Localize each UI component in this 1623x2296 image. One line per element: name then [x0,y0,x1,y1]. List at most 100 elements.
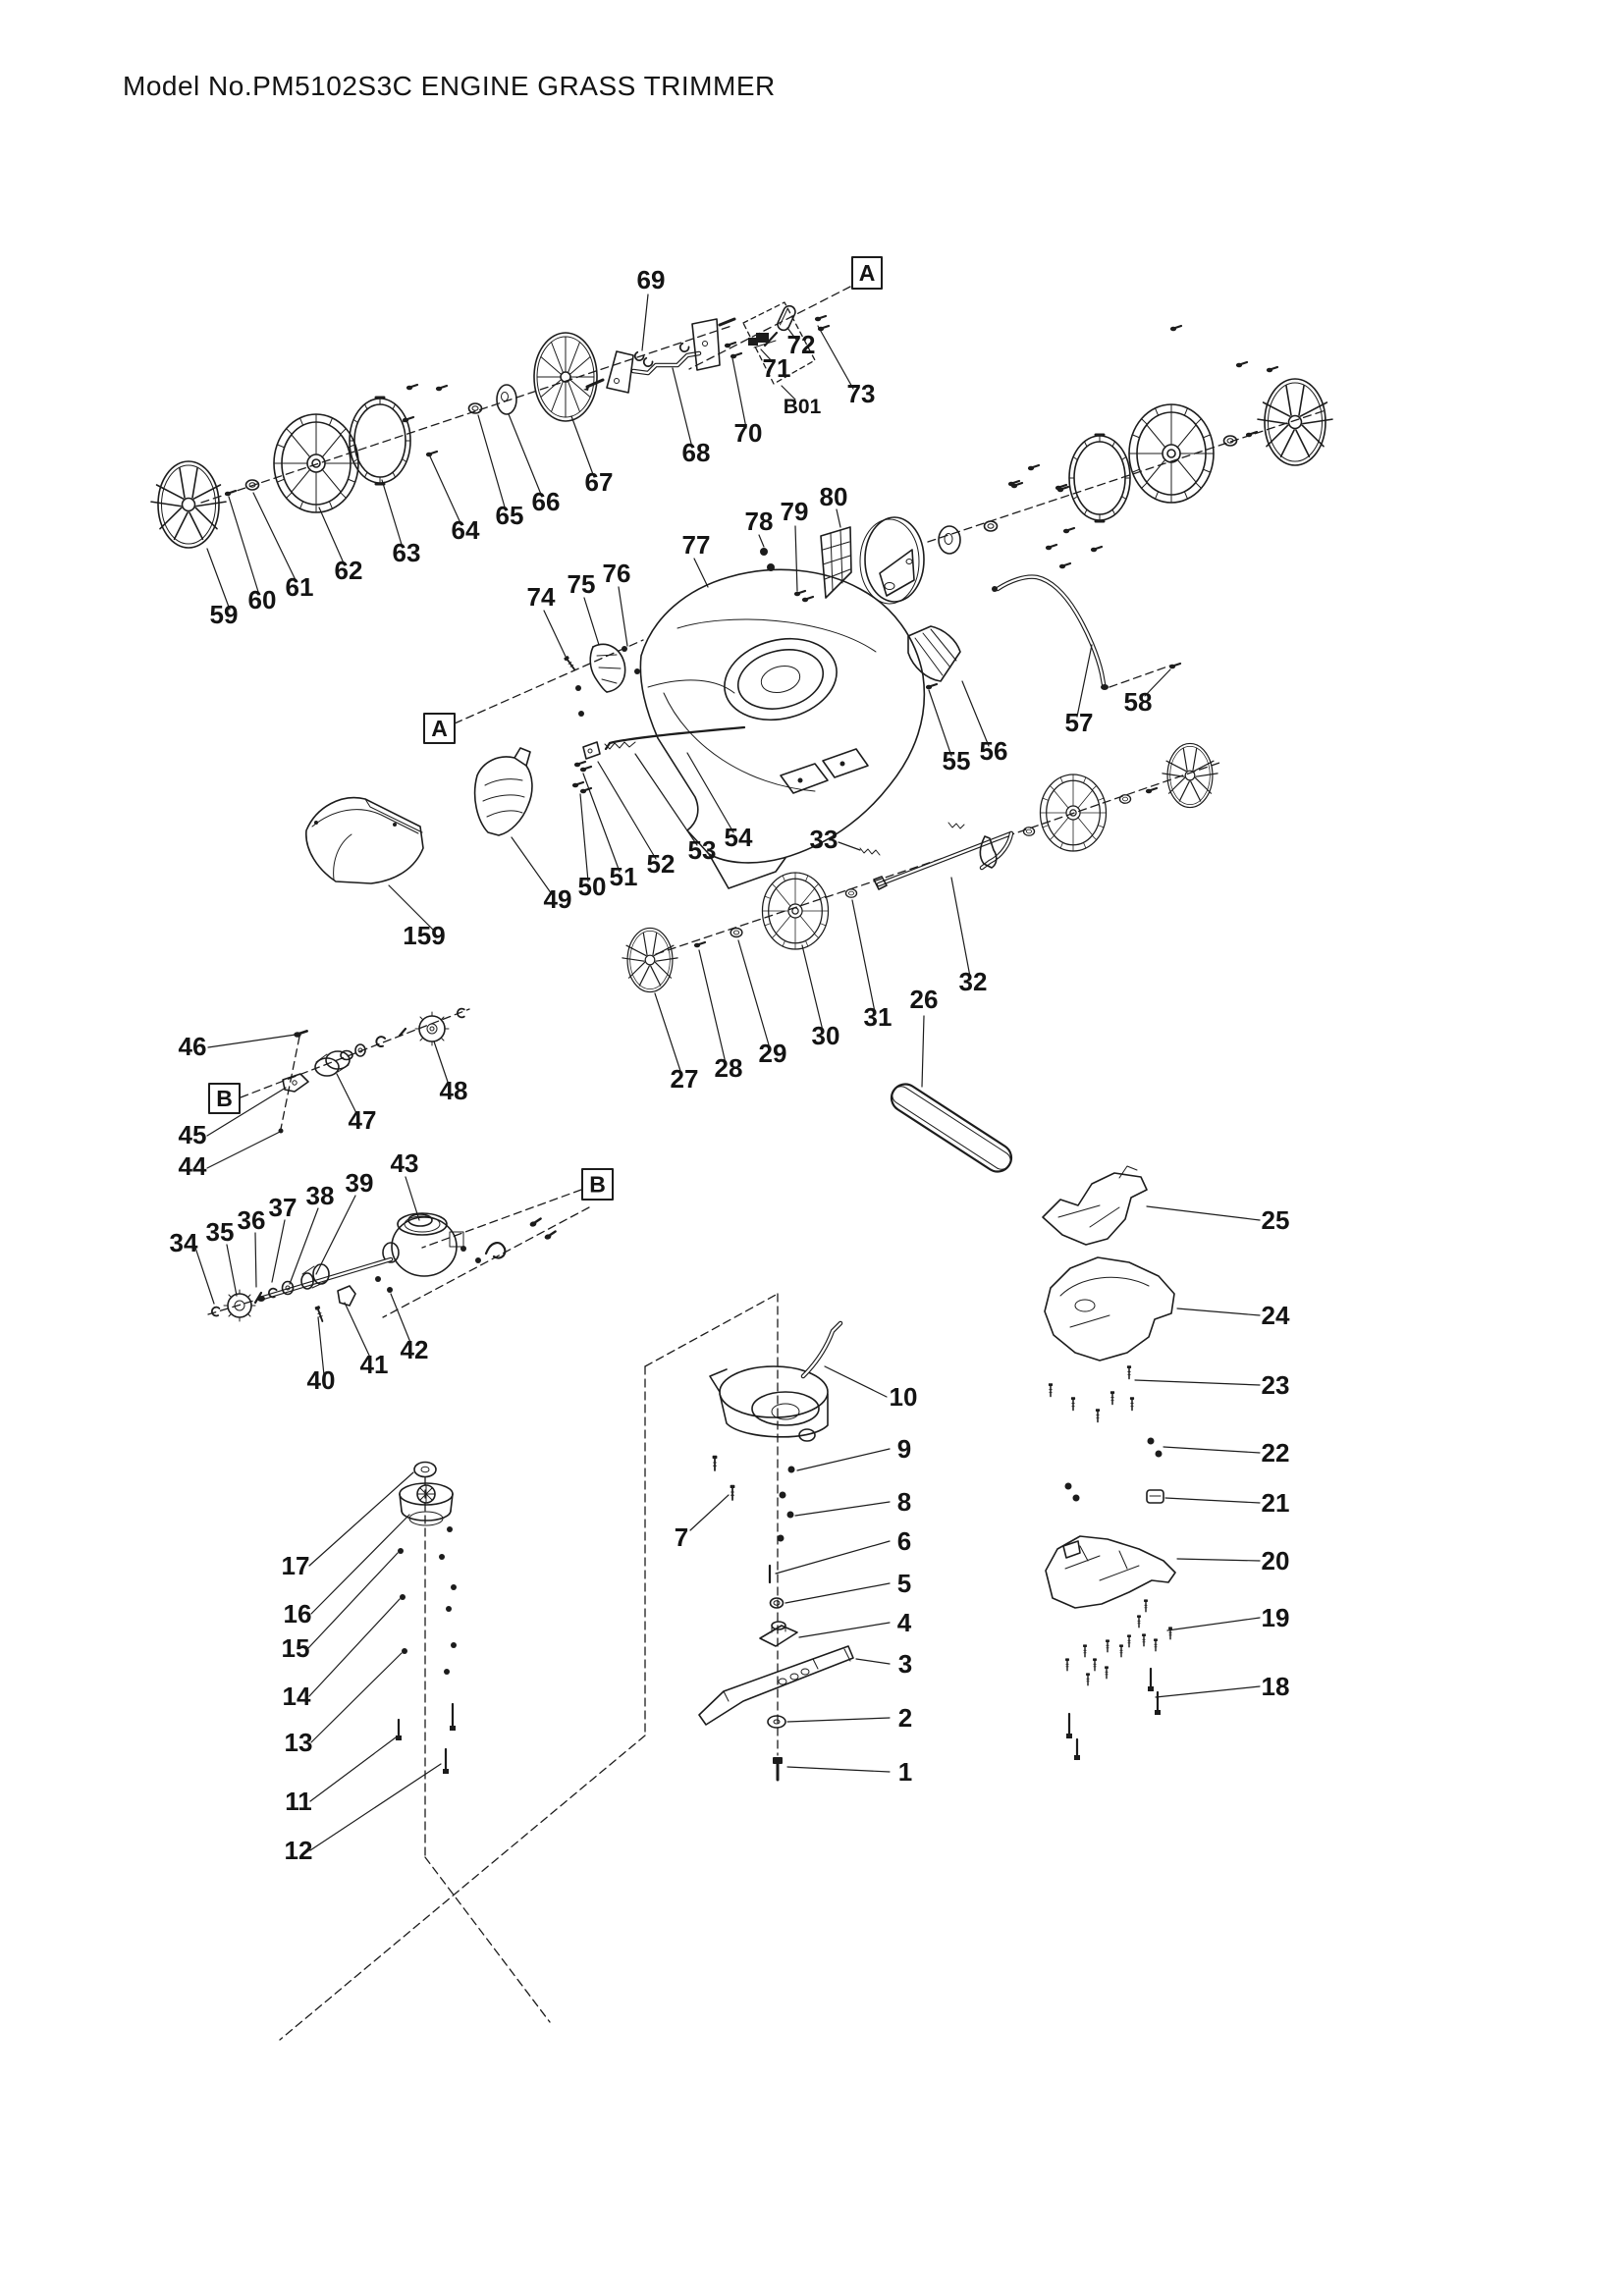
part-callout-31: 31 [864,1002,893,1032]
leader-line-7 [689,1494,730,1531]
part-callout-42: 42 [401,1335,429,1364]
leader-line-71 [760,348,775,364]
leader-line-21 [1164,1497,1261,1504]
leader-line-73 [817,325,854,390]
part-callout-35: 35 [206,1217,235,1247]
part-callout-33: 33 [810,825,839,854]
leader-line-4 [798,1622,891,1638]
leader-line-66 [508,413,543,498]
leader-line-40 [317,1316,325,1376]
detail-box-letter-B-3: B [589,1172,606,1198]
part-callout-54: 54 [725,823,753,852]
leader-line-29 [737,939,771,1049]
leader-line-60 [228,496,260,596]
leader-line-33 [838,841,861,851]
part-callout-78: 78 [745,507,774,536]
part-callout-27: 27 [671,1064,699,1094]
leader-line-159 [388,884,435,932]
part-callout-69: 69 [637,265,666,294]
leader-line-53 [634,753,698,846]
part-callout-4: 4 [897,1608,912,1637]
leader-line-48 [433,1041,451,1089]
part-callout-67: 67 [585,467,614,497]
part-callout-61: 61 [286,572,314,602]
part-callout-70: 70 [734,418,763,448]
part-callout-53: 53 [688,835,717,865]
leader-line-30 [801,944,824,1032]
throttle-cable [992,574,1182,690]
part-callout-65: 65 [496,501,524,530]
part-callout-29: 29 [759,1039,787,1068]
part-callout-40: 40 [307,1365,336,1395]
part-callout-12: 12 [285,1836,313,1865]
detail-box-B-3 [581,1168,614,1201]
drive-belt [890,1083,1013,1173]
detail-box-letter-B-2: B [216,1086,233,1111]
leader-line-10 [824,1365,888,1398]
part-callout-B01: B01 [784,396,822,418]
leader-line-41 [344,1302,372,1361]
part-callout-79: 79 [781,497,809,526]
part-callout-11: 11 [285,1787,312,1816]
mower-deck [563,568,926,889]
part-callout-68: 68 [682,438,711,467]
leader-line-28 [698,949,727,1064]
detail-boxes: A A B B [208,256,883,1201]
part-callout-50: 50 [578,872,607,901]
detail-box-letter-A-0: A [859,260,876,286]
leader-line-23 [1134,1379,1261,1386]
leader-line-49 [511,836,553,895]
part-callout-47: 47 [349,1105,377,1135]
detail-box-B-2 [208,1083,241,1114]
leader-line-46 [207,1034,297,1048]
leader-line-58 [1144,668,1171,697]
leader-line-38 [289,1207,319,1285]
part-callout-15: 15 [282,1633,310,1663]
part-callout-5: 5 [897,1569,911,1598]
leader-line-32 [950,877,971,978]
leader-line-9 [796,1448,891,1471]
handle-lock-assembly [473,725,746,836]
handle-bracket-assembly [583,301,831,394]
detail-box-letter-A-1: A [431,716,448,741]
blade-assembly [698,1320,854,1782]
part-callout-6: 6 [897,1526,911,1556]
part-callout-32: 32 [959,967,988,996]
part-callout-14: 14 [283,1682,311,1711]
part-callout-37: 37 [269,1193,298,1222]
leader-line-3 [855,1658,891,1665]
part-callout-13: 13 [285,1728,313,1757]
part-callout-3: 3 [898,1649,912,1679]
detail-box-A-1 [423,713,456,744]
part-callout-58: 58 [1124,687,1153,717]
diagram-artwork [150,286,1333,2041]
part-callout-38: 38 [306,1181,335,1210]
leader-line-43 [405,1176,420,1221]
leader-line-54 [686,752,734,833]
leader-line-80 [836,508,841,528]
part-callout-30: 30 [812,1021,840,1050]
part-callout-10: 10 [890,1382,918,1412]
leader-line-26 [921,1015,925,1088]
part-callout-25: 25 [1262,1205,1290,1235]
part-callout-72: 72 [787,330,816,359]
part-callout-74: 74 [527,582,556,612]
part-callout-45: 45 [179,1120,207,1149]
leader-line-22 [1163,1446,1261,1454]
part-callout-48: 48 [440,1076,468,1105]
part-callout-36: 36 [238,1205,266,1235]
leader-line-12 [309,1763,442,1851]
part-callout-52: 52 [647,849,676,879]
leader-line-42 [390,1293,412,1346]
front-left-wheel-assembly [150,332,598,549]
part-callout-60: 60 [248,585,277,614]
part-callout-66: 66 [532,487,561,516]
cover-parts-column [1042,1165,1176,1761]
part-callout-21: 21 [1262,1488,1290,1518]
leader-line-68 [672,367,693,449]
part-callout-28: 28 [715,1053,743,1083]
leader-line-55 [928,689,952,757]
